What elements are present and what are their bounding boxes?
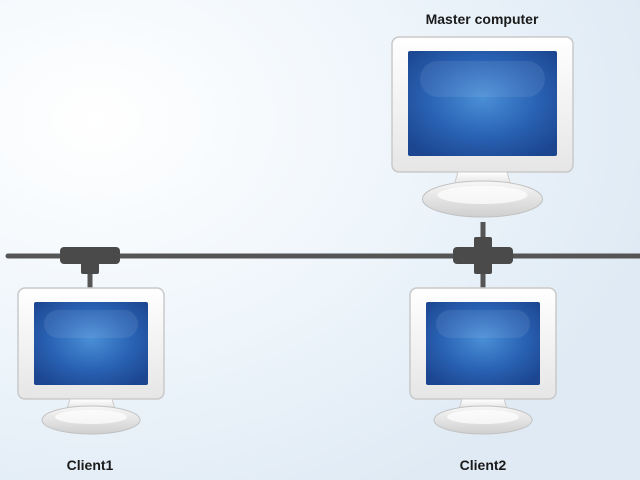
monitor-icon: [17, 287, 165, 435]
monitor-icon: [409, 287, 557, 435]
master-computer-label: Master computer: [425, 11, 539, 27]
client2-label: Client2: [459, 457, 507, 473]
t-connector-icon: [60, 247, 120, 274]
monitor-icon: [391, 36, 574, 218]
client1-label: Client1: [66, 457, 114, 473]
t-connector-icon: [453, 237, 513, 274]
